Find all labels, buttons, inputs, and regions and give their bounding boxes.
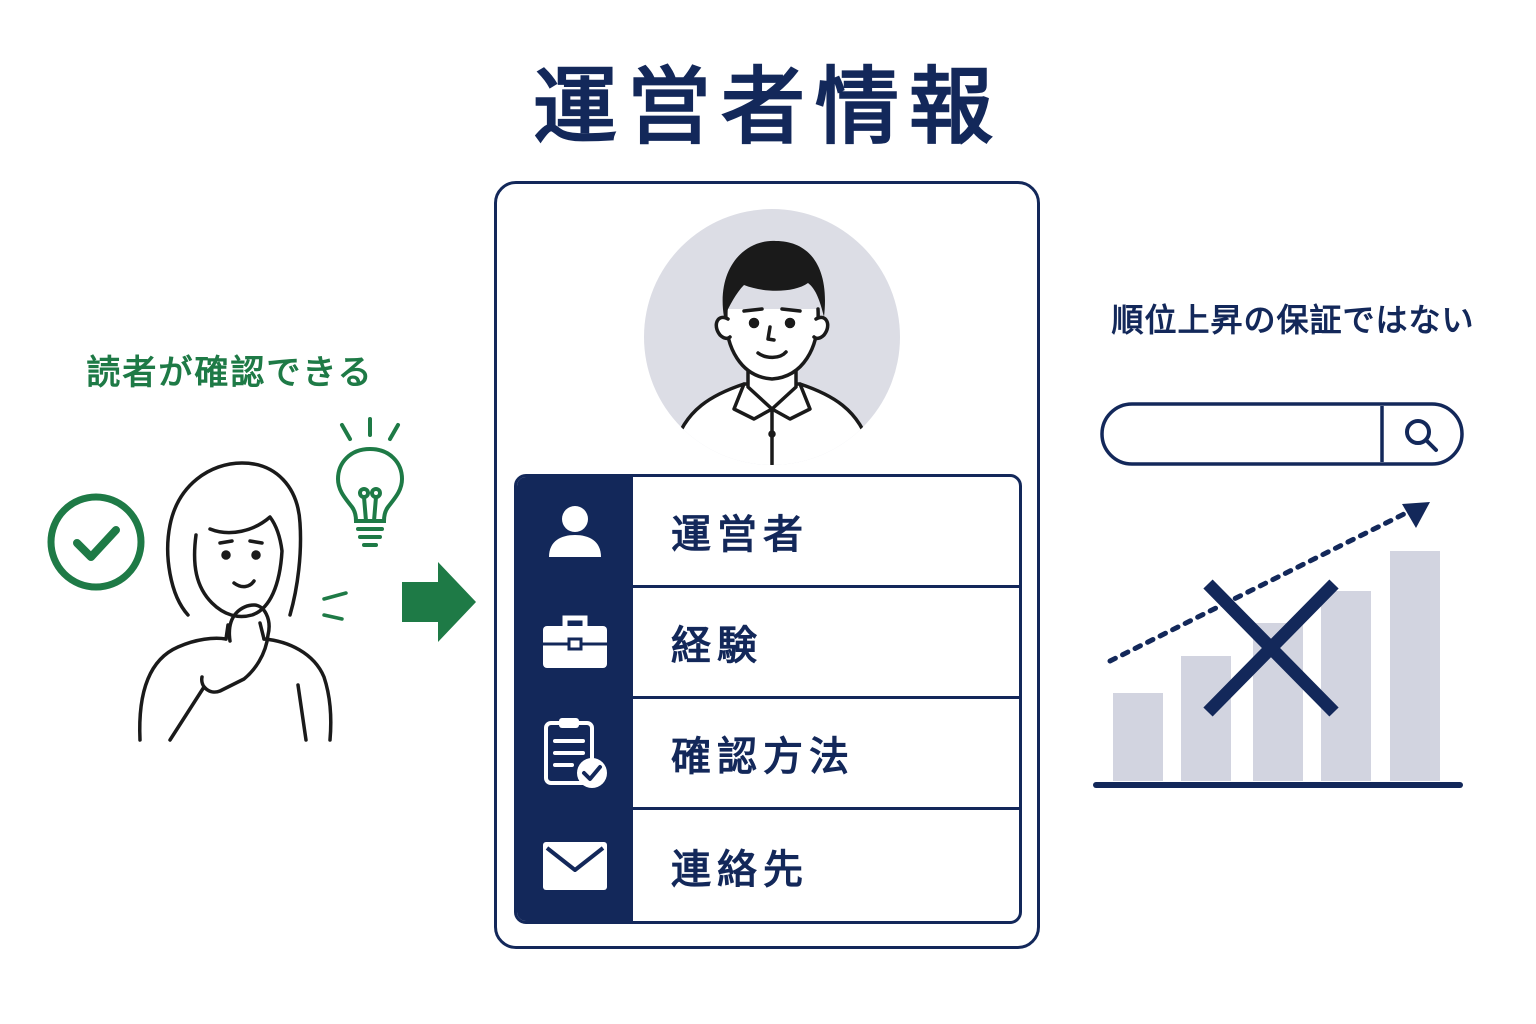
operator-info-list: 運営者 経験 — [514, 474, 1022, 924]
page-title: 運営者情報 — [532, 58, 1003, 156]
clipboard-check-icon — [517, 699, 633, 807]
man-avatar-icon — [644, 209, 900, 465]
briefcase-icon — [517, 588, 633, 696]
info-label-experience: 経験 — [671, 623, 763, 669]
info-label-operator: 運営者 — [671, 512, 809, 558]
info-row-experience: 経験 — [517, 588, 1019, 699]
chart-bar-4 — [1321, 591, 1371, 781]
x-mark-icon — [1203, 579, 1339, 717]
info-row-contact: 連絡先 — [517, 810, 1019, 921]
ranking-chart-illustration — [1093, 502, 1463, 788]
info-label-verification: 確認方法 — [671, 734, 855, 780]
check-circle-icon — [47, 493, 145, 591]
info-row-operator: 運営者 — [517, 477, 1019, 588]
no-ranking-guarantee-label: 順位上昇の保証ではない — [1111, 301, 1475, 339]
spark-lines — [322, 591, 348, 621]
chart-bar-5 — [1390, 551, 1440, 781]
reader-can-verify-label: 読者が確認できる — [86, 353, 374, 393]
operator-info-card: 運営者 経験 — [494, 181, 1040, 949]
envelope-icon — [517, 810, 633, 921]
person-icon — [517, 477, 633, 585]
info-label-contact: 連絡先 — [671, 846, 809, 893]
info-row-verification: 確認方法 — [517, 699, 1019, 810]
dotted-up-arrow — [1107, 509, 1411, 664]
lightbulb-icon — [335, 417, 405, 547]
arrow-right-icon — [402, 562, 476, 642]
chart-bar-2 — [1181, 656, 1231, 781]
thinking-woman-illustration — [138, 461, 333, 742]
chart-bar-1 — [1113, 693, 1163, 781]
search-bar — [1100, 402, 1464, 466]
search-icon — [1405, 419, 1438, 452]
